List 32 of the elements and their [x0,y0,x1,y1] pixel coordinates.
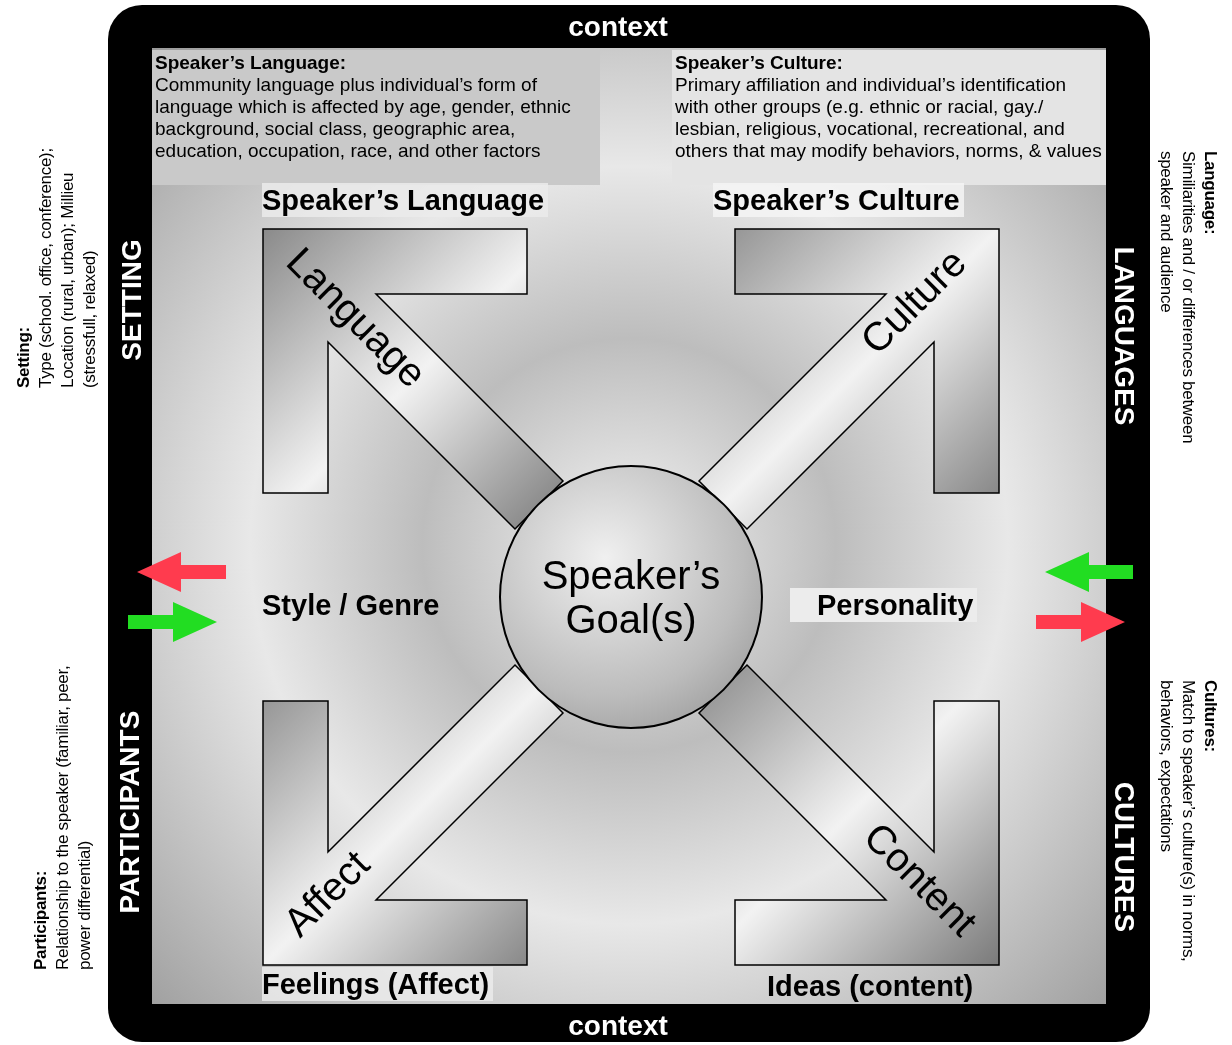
circle-label: Speaker’s Goal(s) [540,553,722,641]
box-text: Community language plus individual’s form of language which is affected by age, gender, ethnic background, social class, geographic area, education, occupation, race, and other factors [155,74,572,162]
box-text: Primary affiliation and individual’s identification with other groups (e.g. ethnic or racial, gay./ lesbian, religious, vocational, recreational, and others that may modify behaviors, norms, & values [675,74,1103,162]
arrow-shape [699,229,999,529]
note-text: Similiarities and / or differences between speaker and audience [1156,151,1199,446]
section-heading: Feelings (Affect) [262,967,494,1001]
note-heading: Setting: [13,326,34,388]
note-heading: Participants: [30,869,51,970]
note-heading: Language: [1200,151,1221,237]
section-heading: Speaker’s Language [262,183,549,217]
description-box [152,50,600,185]
box-heading: Speaker’s Culture: [675,52,844,74]
section-heading: Speaker’s Culture [713,183,964,217]
section-heading: Ideas (content) [767,969,974,1003]
arrow-shape [699,665,999,965]
context-label: context [568,11,668,43]
side-heading: Style / Genre [262,588,440,622]
arrow-shape [263,665,563,965]
side-label: SETTING [116,239,148,361]
note-text: Type (school. office, conference); Location (rural, urban); Millieu (stressfull, relaxed) [35,147,100,388]
note-text: Relationship to the speaker (familiar, peer, power differential) [52,664,95,970]
side-label: CULTURES [1108,781,1140,933]
side-heading: Personality [790,588,978,622]
side-label: LANGUAGES [1108,246,1140,426]
arrow-shape [263,229,563,529]
frame-border [108,5,1150,1042]
box-heading: Speaker’s Language: [155,52,348,74]
context-label: context [568,1010,668,1042]
side-label: PARTICIPANTS [114,710,146,914]
note-heading: Cultures: [1200,680,1221,754]
note-text: Match to speaker’s culture(s) in norms, behaviors, expectations [1156,680,1199,964]
description-box [672,50,1106,185]
